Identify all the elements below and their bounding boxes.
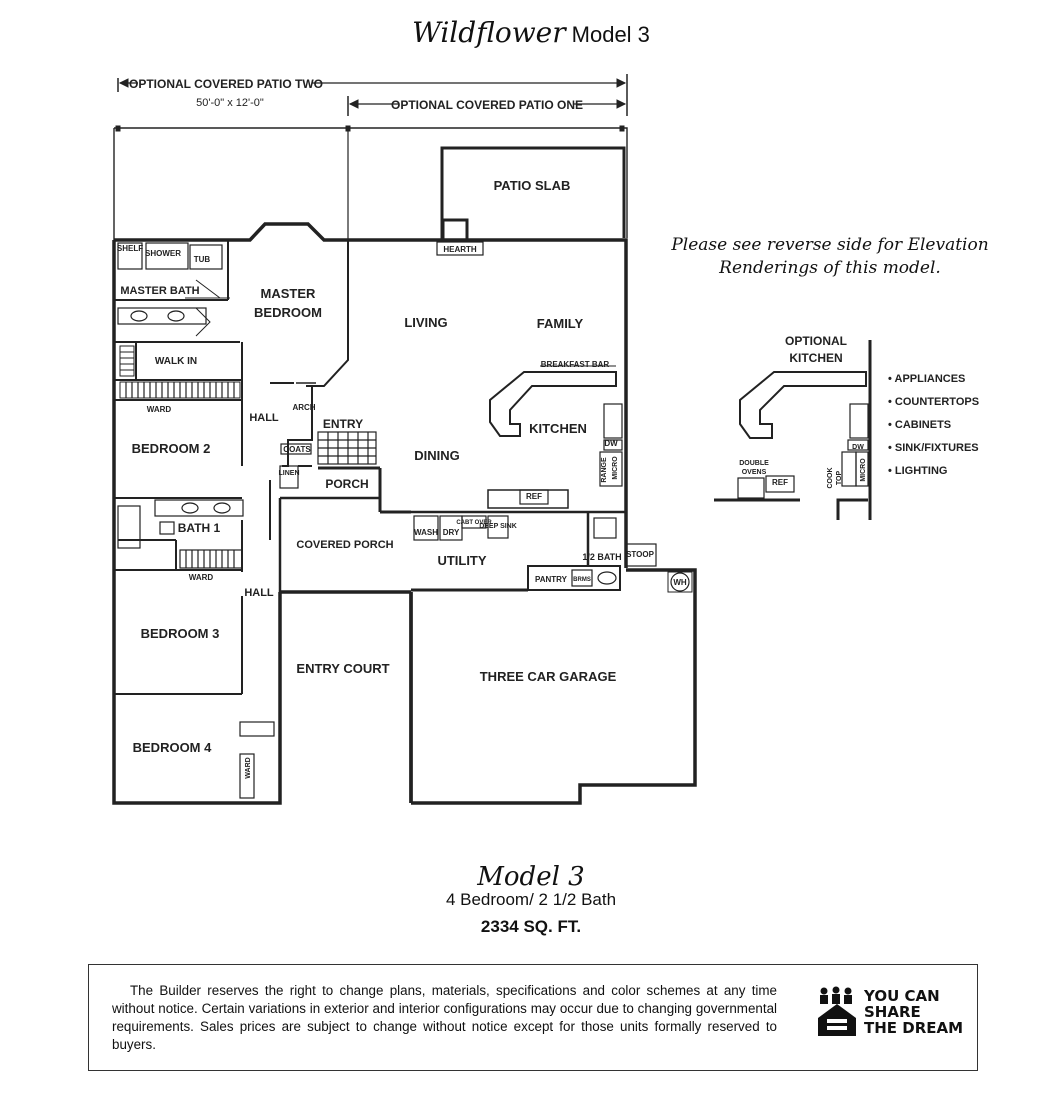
room-wh: WH	[673, 578, 687, 587]
room-brms: BRMS	[573, 577, 591, 583]
opt-cook: COOK	[827, 468, 834, 489]
room-coats: COATS	[283, 445, 311, 454]
room-master-bedroom-1: MASTER	[261, 286, 317, 301]
room-stoop: STOOP	[626, 550, 655, 559]
disclaimer-text: The Builder reserves the right to change…	[112, 983, 777, 1052]
room-utility: UTILITY	[437, 553, 486, 568]
optional-kitchen-title-2: KITCHEN	[789, 351, 842, 365]
room-living: LIVING	[404, 315, 447, 330]
model-name: Model 3	[477, 862, 585, 892]
disclaimer-box	[88, 964, 978, 1071]
model-sqft: 2334 SQ. FT.	[480, 917, 582, 936]
elevation-note-line1: Please see reverse side for Elevation	[671, 235, 989, 255]
opt-ref: REF	[772, 478, 788, 487]
room-shower: SHOWER	[145, 249, 181, 258]
room-ward-2: WARD	[189, 573, 214, 582]
patio-one-label: OPTIONAL COVERED PATIO ONE	[391, 98, 583, 112]
room-bedroom-3: BEDROOM 3	[141, 626, 220, 641]
feature-appliances: • APPLIANCES	[888, 373, 965, 385]
opt-micro: MICRO	[860, 458, 867, 482]
room-walk-in: WALK IN	[155, 356, 197, 367]
feature-cabinets: • CABINETS	[888, 419, 951, 431]
eho-line3: THE DREAM	[864, 1019, 964, 1037]
room-pantry: PANTRY	[535, 575, 568, 584]
opt-double: DOUBLE	[739, 460, 769, 467]
room-cabt-over: CABT OVER	[456, 520, 492, 526]
room-linen: LINEN	[279, 470, 300, 477]
room-ward-3: WARD	[245, 757, 252, 778]
optional-kitchen-title-1: OPTIONAL	[785, 334, 847, 348]
room-range: RANGE	[601, 457, 608, 483]
room-hearth: HEARTH	[443, 245, 477, 254]
room-kitchen: KITCHEN	[529, 421, 587, 436]
equal-housing-icon	[818, 986, 856, 1036]
room-covered-porch: COVERED PORCH	[296, 539, 393, 551]
room-bedroom-4: BEDROOM 4	[133, 740, 213, 755]
room-master-bath: MASTER BATH	[120, 285, 199, 297]
feature-countertops: • COUNTERTOPS	[888, 396, 979, 408]
elevation-note-line2: Renderings of this model.	[719, 258, 941, 278]
room-breakfast-bar: BREAKFAST BAR	[541, 360, 610, 369]
model-beds-baths: 4 Bedroom/ 2 1/2 Bath	[445, 890, 617, 909]
room-dw: DW	[604, 439, 618, 448]
room-dining: DINING	[414, 448, 460, 463]
room-micro: MICRO	[612, 456, 619, 480]
room-entry: ENTRY	[323, 417, 363, 431]
room-master-bedroom-2: BEDROOM	[254, 305, 322, 320]
patio-two-label: OPTIONAL COVERED PATIO TWO	[129, 77, 323, 91]
room-patio-slab: PATIO SLAB	[494, 178, 571, 193]
feature-sink-fixtures: • SINK/FIXTURES	[888, 442, 979, 454]
room-ref: REF	[526, 492, 542, 501]
room-entry-court: ENTRY COURT	[296, 661, 389, 676]
room-three-car-garage: THREE CAR GARAGE	[480, 669, 617, 684]
patio-two-size: 50'-0" x 12'-0"	[196, 97, 264, 109]
title-script: Wildflower	[412, 16, 566, 49]
room-dry: DRY	[443, 528, 460, 537]
room-bedroom-2: BEDROOM 2	[132, 441, 211, 456]
eho-line1: YOU CAN	[864, 987, 940, 1005]
opt-ovens: OVENS	[742, 469, 767, 476]
room-hall-1: HALL	[249, 412, 279, 424]
opt-top: TOP	[836, 471, 843, 486]
room-shelf: SHELF	[117, 244, 143, 253]
floor-plan: OPTIONAL COVERED PATIO TWO 50'-0" x 12'-…	[112, 74, 979, 805]
opt-dw: DW	[852, 444, 864, 451]
room-family: FAMILY	[537, 316, 584, 331]
room-tub: TUB	[194, 255, 211, 264]
eho-line2: SHARE	[864, 1003, 921, 1021]
room-wash: WASH	[414, 528, 438, 537]
room-porch: PORCH	[325, 477, 368, 491]
room-bath-1: BATH 1	[178, 521, 221, 535]
eho-slogan: YOU CAN SHARE THE DREAM	[864, 988, 963, 1036]
room-hall-2: HALL	[244, 587, 274, 599]
feature-lighting: • LIGHTING	[888, 465, 947, 477]
title-model: Model 3	[571, 22, 650, 47]
room-deep-sink: DEEP SINK	[479, 523, 517, 530]
elevation-note: Please see reverse side for Elevation Re…	[670, 234, 990, 280]
room-half-bath: 1/2 BATH	[582, 552, 621, 562]
room-ward-1: WARD	[147, 405, 172, 414]
room-arch: ARCH	[292, 403, 315, 412]
